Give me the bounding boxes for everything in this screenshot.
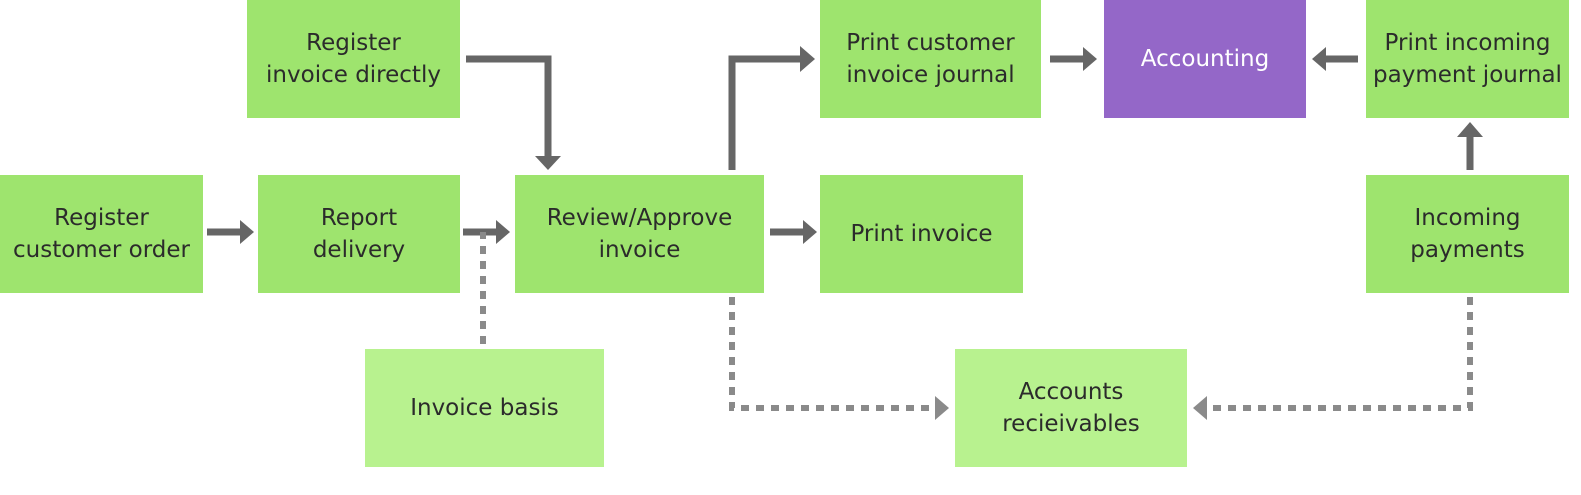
- node-label: Accounting: [1140, 46, 1270, 72]
- node-print-customer-invoice-journal: Print customer invoice journal: [820, 0, 1041, 118]
- arrowhead-register-order-to-report-delivery: [240, 220, 254, 244]
- arrowhead-incoming-payments-to-payment-journal: [1457, 122, 1483, 137]
- node-label-line2: delivery: [312, 237, 406, 263]
- node-label-line2: recieivables: [1002, 411, 1140, 437]
- node-label-line1: Print customer: [846, 30, 1015, 56]
- node-label-line2: payment journal: [1373, 62, 1562, 88]
- node-print-incoming-payment-journal: Print incoming payment journal: [1366, 0, 1569, 118]
- node-register-invoice-directly: Register invoice directly: [247, 0, 460, 118]
- node-incoming-payments: Incoming payments: [1366, 175, 1569, 293]
- node-label: Print invoice: [850, 221, 993, 247]
- node-label-line1: Register: [306, 30, 401, 56]
- arrowhead-register-invoice-directly-to-review: [535, 156, 561, 170]
- arrowhead-journal-to-accounting: [1083, 47, 1097, 71]
- arrowhead-review-to-print-customer-invoice-journal: [800, 46, 815, 72]
- arrowhead-review-to-print-invoice: [803, 220, 817, 244]
- dotted-arrowhead-payments-to-accounts-receivables: [1193, 396, 1207, 420]
- dotted-arrow-payments-to-accounts-receivables: [1207, 297, 1473, 411]
- node-label: Invoice basis: [410, 395, 559, 421]
- node-label-line1: Report: [320, 205, 398, 231]
- node-label-line1: Review/Approve: [546, 205, 733, 231]
- arrow-register-invoice-directly-to-review: [466, 55, 552, 156]
- arrowhead-report-delivery-to-review: [496, 220, 510, 244]
- node-label-line1: Incoming: [1414, 205, 1521, 231]
- node-print-invoice: Print invoice: [820, 175, 1023, 293]
- node-label-line2: customer order: [13, 237, 190, 263]
- node-report-delivery: Report delivery: [258, 175, 460, 293]
- node-review-approve-invoice: Review/Approve invoice: [515, 175, 764, 293]
- node-label-line1: Register: [54, 205, 149, 231]
- node-label-line2: invoice journal: [846, 62, 1015, 88]
- node-label-line2: invoice directly: [266, 62, 441, 88]
- node-accounts-recieivables: Accounts recieivables: [955, 349, 1187, 467]
- node-label-line2: payments: [1410, 237, 1525, 263]
- node-invoice-basis: Invoice basis: [365, 349, 604, 467]
- node-label-line1: Print incoming: [1384, 30, 1551, 56]
- node-label-line2: invoice: [598, 237, 681, 263]
- node-accounting: Accounting: [1104, 0, 1306, 118]
- node-label-line1: Accounts: [1018, 379, 1124, 405]
- node-register-customer-order: Register customer order: [0, 175, 203, 293]
- dotted-arrow-review-to-accounts-receivables: [729, 297, 934, 411]
- dotted-arrowhead-review-to-accounts-receivables: [935, 396, 949, 420]
- arrowhead-payment-journal-to-accounting: [1312, 47, 1326, 71]
- arrow-review-to-print-customer-invoice-journal: [728, 55, 800, 170]
